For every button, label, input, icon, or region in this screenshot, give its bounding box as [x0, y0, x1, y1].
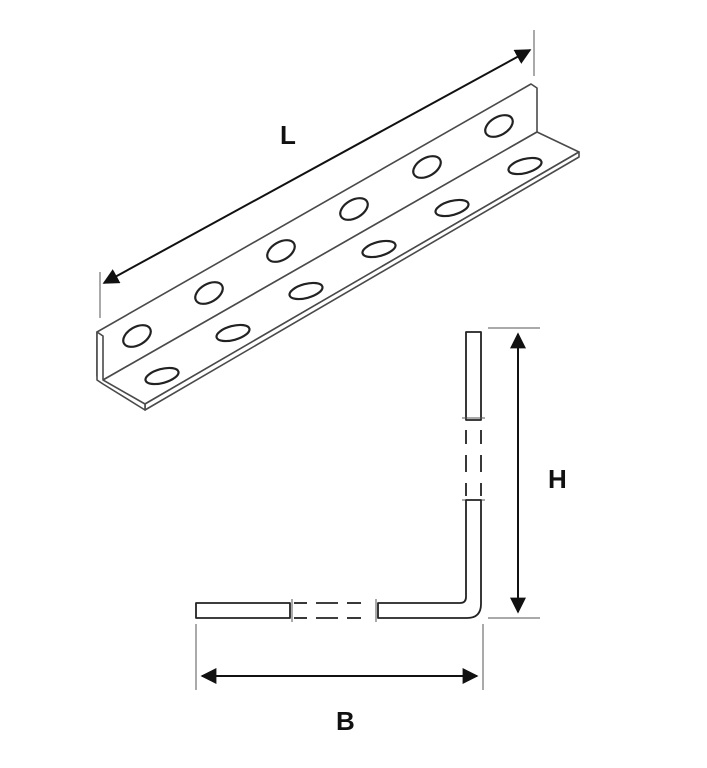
bracket-isometric-view: L	[96, 30, 580, 411]
profile-horizontal-leg-left	[195, 602, 291, 619]
bracket-end-cap	[96, 331, 146, 411]
base-label: B	[336, 706, 355, 736]
slot	[215, 323, 251, 343]
slot	[288, 281, 324, 301]
slot	[194, 281, 224, 305]
profile-corner	[377, 499, 482, 619]
slot	[122, 324, 152, 348]
profile-vertical-leg-top	[465, 331, 482, 421]
length-dimension-arrow	[102, 49, 532, 284]
bracket-profile-view: H B	[195, 327, 567, 736]
slot	[144, 366, 180, 386]
horizontal-flange	[102, 131, 580, 405]
height-label: H	[548, 464, 567, 494]
length-label: L	[280, 120, 296, 150]
